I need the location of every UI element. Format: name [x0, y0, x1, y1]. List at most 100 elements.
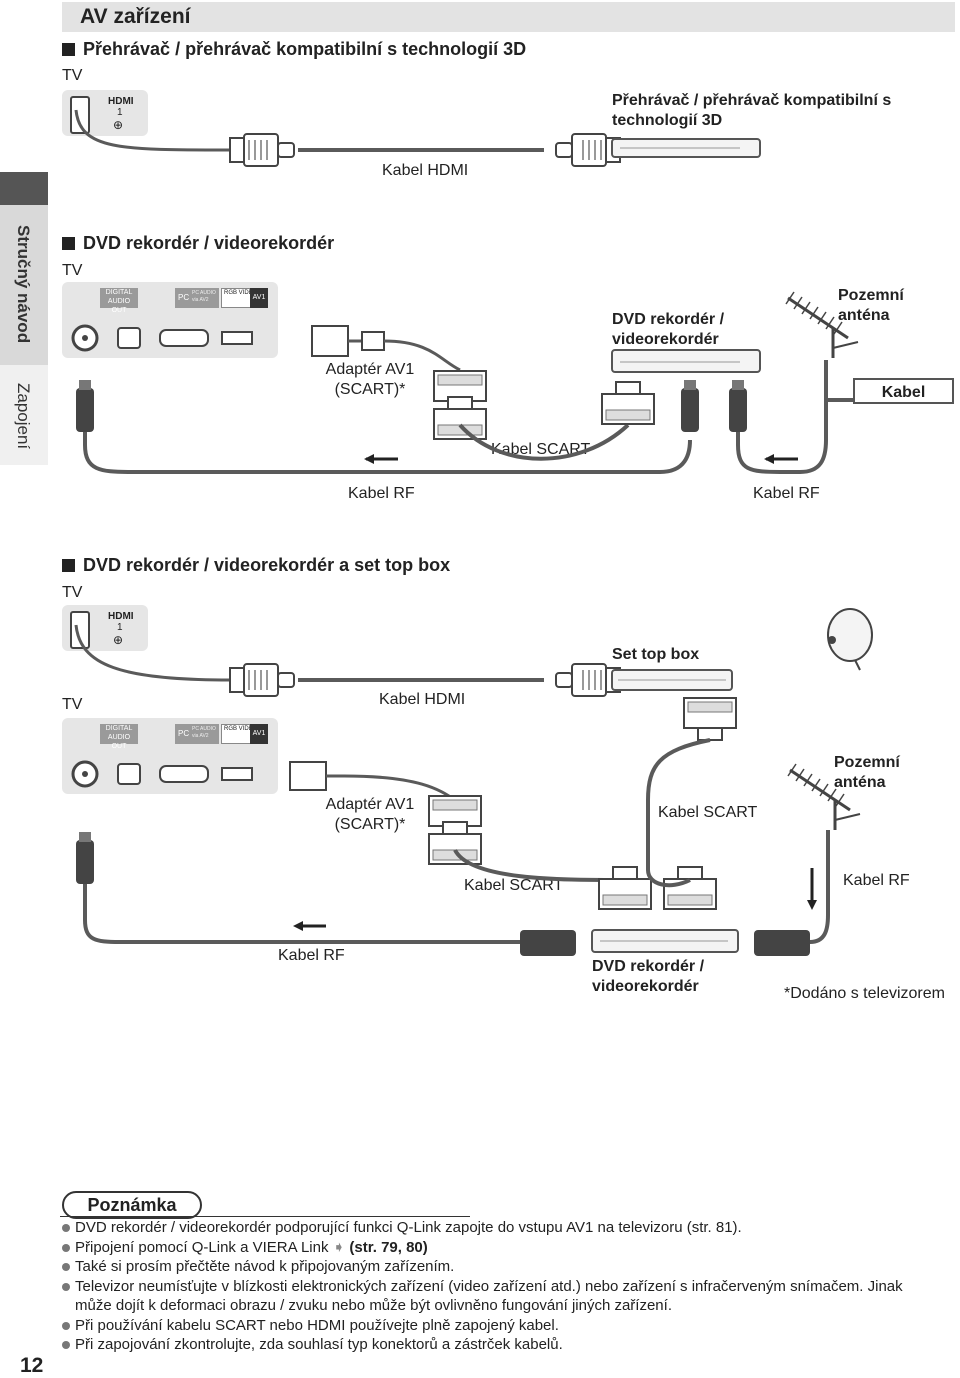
bullet-dot-icon	[62, 1243, 70, 1252]
section3-rf-left-label: Kabel RF	[278, 947, 345, 964]
section3-scart-bottom-label: Kabel SCART	[464, 877, 564, 894]
bullet-dot-icon	[62, 1341, 70, 1349]
av1-adapter-icon	[311, 325, 349, 357]
hdmi-port-number: 1	[117, 622, 123, 633]
note-list: DVD rekordér / videorekordér podporující…	[62, 1218, 942, 1355]
note-link-ref[interactable]: (str. 79, 80)	[349, 1238, 428, 1256]
section3-antenna-label: Pozemní anténa	[834, 754, 900, 791]
section1-tv-label: TV	[62, 67, 83, 84]
section2-adapter-label: Adaptér AV1 (SCART)*	[325, 361, 415, 398]
rf-plug-icon	[754, 930, 810, 956]
av1-adapter-icon	[289, 761, 327, 791]
av1-label: AV1	[250, 288, 268, 308]
bullet-dot-icon	[62, 1321, 70, 1330]
bullet-square-icon	[62, 559, 75, 572]
scart-plug-icon	[663, 866, 717, 910]
digital-audio-label: DIGITAL AUDIO OUT	[100, 288, 138, 314]
bullet-dot-icon	[62, 1224, 70, 1232]
rf-plug-icon	[76, 832, 94, 884]
tab-strucny-navod[interactable]: Stručný návod	[0, 205, 48, 365]
rf-plug-icon	[520, 930, 576, 956]
section3-rf-right-label: Kabel RF	[843, 872, 910, 889]
scart-plug-icon	[428, 821, 482, 865]
hdmi-input-icon: ⊕	[113, 118, 124, 132]
section1-device-label: Přehrávač / přehrávač kompatibilní s tec…	[612, 92, 892, 129]
section2-antenna-label: Pozemní anténa	[838, 287, 904, 324]
hdmi-panel-1: HDMI 1 ⊕	[62, 90, 148, 136]
section1-title: Přehrávač / přehrávač kompatibilní s tec…	[62, 39, 526, 60]
section2-scart-label: Kabel SCART	[491, 441, 591, 458]
hdmi-plug-icon	[555, 133, 621, 167]
section2-rf-right-label: Kabel RF	[753, 485, 820, 502]
note-divider	[60, 1216, 470, 1217]
pc-label: PC	[175, 288, 219, 308]
dvd-recorder-icon	[611, 349, 761, 373]
section2-kabel-box: Kabel	[853, 378, 954, 404]
hdmi-plug-icon	[229, 663, 295, 697]
section3-tv-label-2: TV	[62, 696, 83, 713]
scart-plug-icon	[601, 381, 655, 425]
arrow-right-icon: ➧	[332, 1238, 346, 1256]
note-item: Při zapojování zkontrolujte, zda souhlas…	[62, 1335, 942, 1355]
page-title: AV zařízení	[80, 5, 191, 28]
scart-plug-icon	[598, 866, 652, 910]
optical-socket-icon	[117, 763, 141, 785]
section2-tv-label: TV	[62, 262, 83, 279]
tab-strucny-navod-label: Stručný návod	[14, 225, 33, 344]
digital-audio-label: DIGITAL AUDIO OUT	[100, 724, 138, 750]
scart-plug-icon	[433, 396, 487, 440]
hdmi-port-number: 1	[117, 107, 123, 118]
section3-hdmi-cable-label: Kabel HDMI	[379, 691, 466, 708]
section3-title: DVD rekordér / videorekordér a set top b…	[62, 555, 450, 576]
rf-plug-icon	[681, 380, 699, 432]
note-title: Poznámka	[62, 1191, 202, 1219]
av1-label: AV1	[250, 724, 268, 744]
hdmi-port-name: HDMI	[108, 611, 134, 622]
terrestrial-antenna-icon	[784, 290, 860, 360]
note-item: Při používání kabelu SCART nebo HDMI pou…	[62, 1316, 942, 1336]
hdmi-port-name: HDMI	[108, 96, 134, 107]
section3-diagram	[71, 608, 873, 956]
note-item: Televizor neumísťujte v blízkosti elektr…	[62, 1277, 942, 1316]
bullet-square-icon	[62, 43, 75, 56]
scart-socket-icon	[221, 767, 253, 781]
sidebar-marker	[0, 172, 48, 205]
bullet-square-icon	[62, 237, 75, 250]
section3-device-label: DVD rekordér / videorekordér	[592, 958, 705, 995]
section2-diagram	[71, 290, 860, 474]
section3-scart-right-label: Kabel SCART	[658, 804, 758, 821]
header-bar	[62, 2, 955, 32]
terrestrial-antenna-icon	[786, 762, 862, 832]
section2-device-label: DVD rekordér / videorekordér	[612, 311, 725, 348]
hdmi-plug-icon	[555, 663, 621, 697]
bullet-dot-icon	[62, 1263, 70, 1271]
tab-zapojeni-label: Zapojení	[14, 383, 33, 450]
page-number: 12	[20, 1354, 44, 1377]
vga-socket-icon	[159, 765, 209, 783]
tv-rear-panel-2: DIGITAL AUDIO OUT PC PC AUDIO via AV2 RG…	[62, 718, 278, 794]
section3-adapter-label: Adaptér AV1 (SCART)*	[325, 796, 415, 833]
scart-socket-icon	[221, 331, 253, 345]
scart-plug-icon	[683, 697, 737, 741]
section1-cable-label: Kabel HDMI	[382, 162, 469, 179]
note-item: DVD rekordér / videorekordér podporující…	[62, 1218, 942, 1238]
note-item: Také si prosím přečtěte návod k připojov…	[62, 1257, 942, 1277]
bullet-dot-icon	[62, 1282, 70, 1291]
section3-tv-label-1: TV	[62, 584, 83, 601]
pc-audio-label: PC AUDIO via AV2	[192, 290, 216, 303]
tab-zapojeni[interactable]: Zapojení	[0, 365, 48, 465]
rf-plug-icon	[729, 380, 747, 432]
hdmi-plug-icon	[229, 133, 295, 167]
optical-socket-icon	[117, 327, 141, 349]
hdmi-port-icon	[70, 96, 90, 134]
satellite-dish-icon	[827, 608, 873, 662]
section1-diagram	[74, 109, 761, 167]
note-item: Připojení pomocí Q-Link a VIERA Link ➧ (…	[62, 1238, 942, 1258]
set-top-box-label: Set top box	[612, 646, 700, 663]
rf-plug-icon	[76, 380, 94, 432]
footnote: *Dodáno s televizorem	[784, 985, 945, 1002]
vga-socket-icon	[159, 329, 209, 347]
section2-rf-left-label: Kabel RF	[348, 485, 415, 502]
hdmi-input-icon: ⊕	[113, 633, 124, 647]
